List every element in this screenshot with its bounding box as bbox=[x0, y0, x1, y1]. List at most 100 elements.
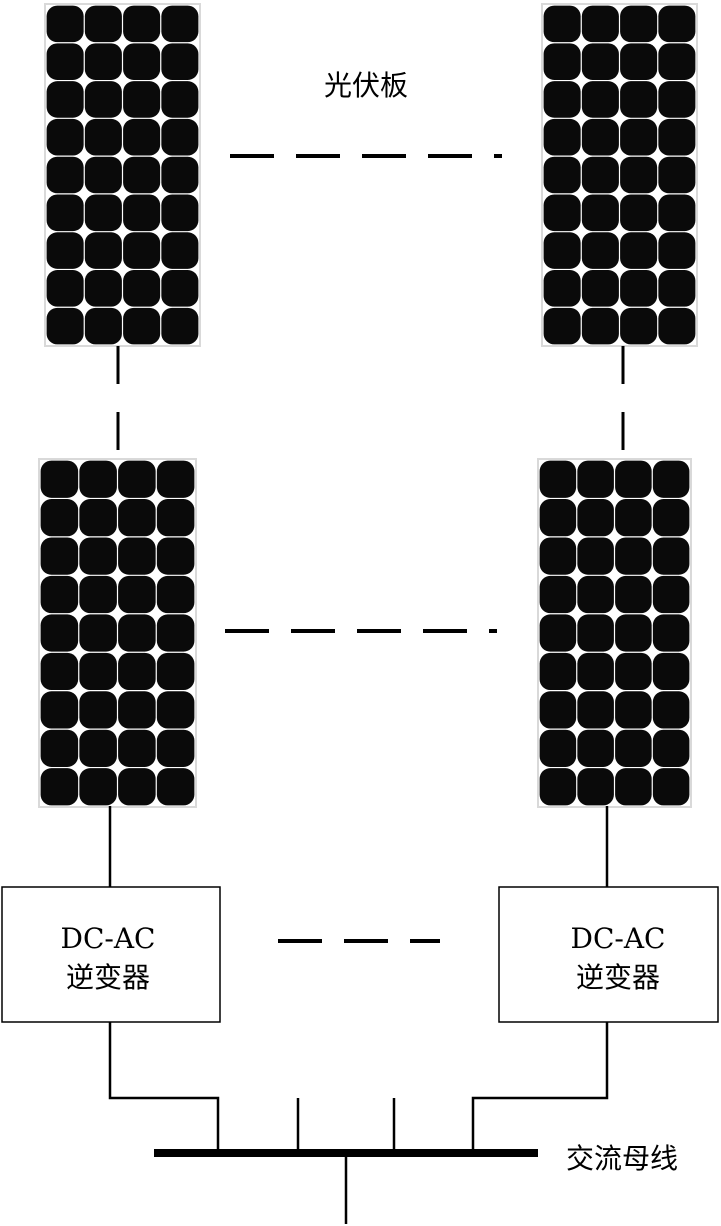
solar-cell bbox=[620, 232, 658, 269]
solar-cell bbox=[577, 729, 614, 767]
solar-cell bbox=[620, 5, 658, 43]
solar-cell bbox=[84, 307, 122, 345]
solar-cell bbox=[118, 652, 156, 691]
solar-cell bbox=[581, 118, 619, 156]
solar-cell bbox=[123, 156, 161, 194]
solar-cell bbox=[118, 768, 156, 806]
solar-cell bbox=[658, 307, 696, 345]
solar-cell bbox=[161, 232, 199, 269]
solar-cell bbox=[161, 270, 199, 307]
solar-cell bbox=[539, 729, 577, 767]
inverter-left: DC-AC 逆变器 bbox=[1, 886, 221, 1023]
solar-cell bbox=[658, 5, 696, 43]
solar-cell bbox=[40, 575, 79, 614]
solar-cell bbox=[581, 194, 619, 232]
solar-cell bbox=[620, 156, 658, 194]
solar-panel-bottom-left bbox=[38, 458, 197, 808]
solar-cell bbox=[577, 575, 614, 614]
solar-cell bbox=[543, 270, 581, 307]
solar-cell bbox=[123, 194, 161, 232]
solar-cell bbox=[46, 81, 84, 118]
solar-cell bbox=[156, 614, 195, 652]
inverter-left-line2: 逆变器 bbox=[66, 961, 150, 994]
solar-cell bbox=[156, 575, 195, 614]
inverter-right-line2: 逆变器 bbox=[576, 961, 660, 994]
solar-cell bbox=[652, 652, 690, 691]
ac-bus-label: 交流母线 bbox=[566, 1142, 678, 1175]
solar-cell bbox=[123, 5, 161, 43]
solar-cell bbox=[577, 614, 614, 652]
solar-cell bbox=[581, 5, 619, 43]
solar-cell bbox=[543, 43, 581, 80]
solar-cell bbox=[615, 537, 652, 575]
solar-cell bbox=[79, 768, 117, 806]
solar-cell bbox=[46, 43, 84, 80]
solar-cell bbox=[79, 614, 117, 652]
solar-cell bbox=[658, 118, 696, 156]
solar-cell bbox=[615, 729, 652, 767]
solar-cell bbox=[40, 768, 79, 806]
solar-cell bbox=[577, 499, 614, 537]
solar-cell bbox=[79, 729, 117, 767]
solar-cell bbox=[40, 652, 79, 691]
solar-cell bbox=[543, 194, 581, 232]
solar-cell bbox=[40, 729, 79, 767]
solar-cell bbox=[652, 691, 690, 729]
solar-cell bbox=[79, 537, 117, 575]
solar-cell bbox=[652, 729, 690, 767]
solar-cell bbox=[620, 43, 658, 80]
solar-cell bbox=[539, 460, 577, 498]
solar-cell bbox=[581, 232, 619, 269]
solar-cell bbox=[539, 652, 577, 691]
solar-cell bbox=[123, 43, 161, 80]
solar-cell bbox=[581, 270, 619, 307]
solar-cell bbox=[652, 460, 690, 498]
solar-cell bbox=[84, 81, 122, 118]
solar-cell bbox=[543, 81, 581, 118]
solar-cell bbox=[577, 768, 614, 806]
solar-cell bbox=[161, 307, 199, 345]
solar-cell bbox=[123, 118, 161, 156]
inverter-left-line1: DC-AC bbox=[61, 922, 156, 955]
solar-cell bbox=[156, 460, 195, 498]
solar-cell bbox=[79, 691, 117, 729]
solar-cell bbox=[118, 537, 156, 575]
solar-cell bbox=[123, 270, 161, 307]
solar-panel-bottom-right bbox=[537, 458, 692, 808]
solar-cell bbox=[539, 575, 577, 614]
solar-cell bbox=[118, 614, 156, 652]
solar-cell bbox=[123, 307, 161, 345]
solar-cell bbox=[539, 499, 577, 537]
solar-cell bbox=[620, 194, 658, 232]
solar-cell bbox=[46, 118, 84, 156]
solar-panel-top-right bbox=[541, 3, 698, 347]
solar-cell bbox=[543, 156, 581, 194]
solar-cell bbox=[658, 270, 696, 307]
inverter-right-line1: DC-AC bbox=[571, 922, 666, 955]
solar-cell bbox=[156, 537, 195, 575]
solar-cell bbox=[118, 460, 156, 498]
solar-cell bbox=[118, 575, 156, 614]
solar-cell bbox=[581, 81, 619, 118]
solar-cell bbox=[156, 652, 195, 691]
solar-cell bbox=[543, 5, 581, 43]
solar-cell bbox=[79, 652, 117, 691]
solar-cell bbox=[156, 729, 195, 767]
solar-cell bbox=[46, 194, 84, 232]
solar-cell bbox=[577, 537, 614, 575]
solar-cell bbox=[658, 232, 696, 269]
solar-cell bbox=[652, 768, 690, 806]
solar-cell bbox=[123, 81, 161, 118]
solar-cell bbox=[581, 156, 619, 194]
solar-cell bbox=[543, 118, 581, 156]
solar-cell bbox=[118, 499, 156, 537]
wire-inverter-right-to-bus bbox=[471, 1022, 609, 1153]
solar-cell bbox=[543, 232, 581, 269]
solar-cell bbox=[40, 499, 79, 537]
solar-cell bbox=[84, 156, 122, 194]
solar-cell bbox=[543, 307, 581, 345]
solar-cell bbox=[615, 652, 652, 691]
solar-cell bbox=[161, 156, 199, 194]
solar-cell bbox=[46, 156, 84, 194]
